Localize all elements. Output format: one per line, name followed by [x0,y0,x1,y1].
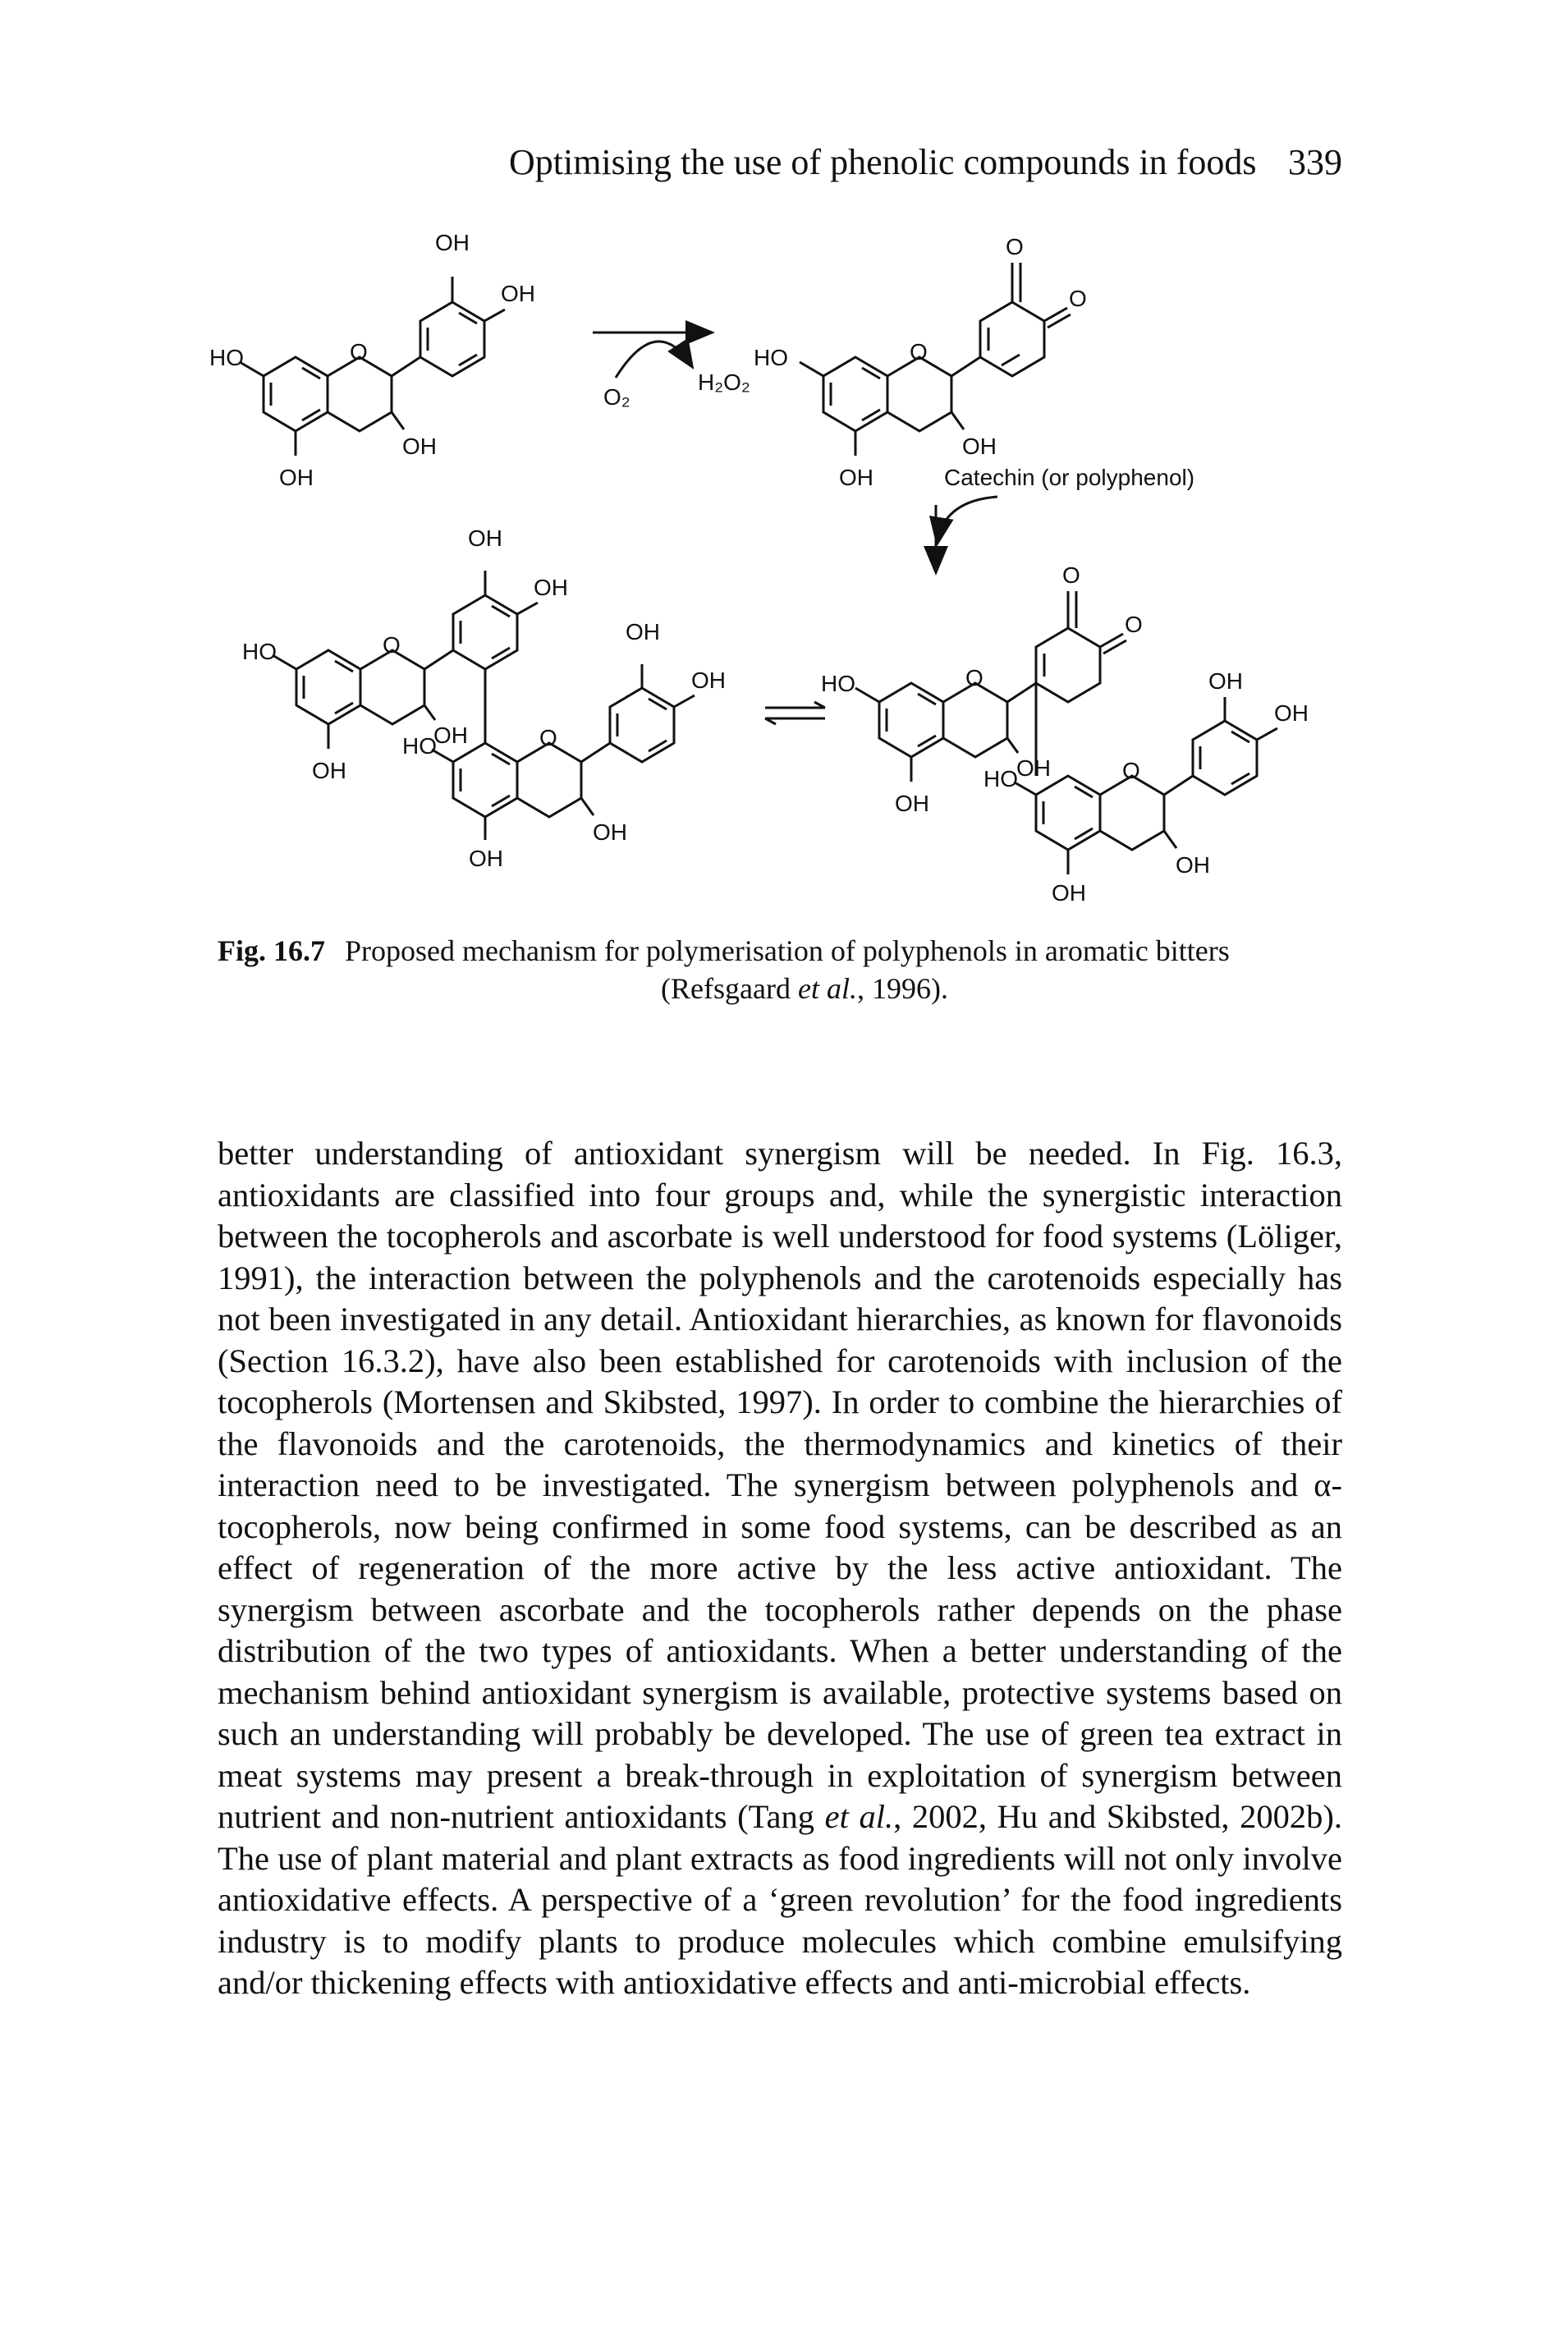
label-o: O [910,339,928,365]
equilibrium-arrows [764,700,826,726]
label-ho: HO [209,345,244,370]
catechin-structure: HO OH OH O OH OH [209,230,535,490]
catechin-quinone-structure: HO OH OH O O O Catechin (or polyphenol) [754,234,1194,490]
figure-16-7: HO OH OH O OH OH O₂ H₂O₂ [189,218,1379,924]
label-oh: OH [402,434,437,459]
label-o: O [1006,234,1024,259]
running-title: Optimising the use of phenolic compounds… [509,142,1257,182]
paragraph: better understanding of antioxidant syne… [218,1133,1342,2004]
label-o: O [383,632,401,658]
label-oh: OH [501,281,535,306]
label-oh: OH [839,465,873,490]
caption-italic: et al. [797,972,857,1005]
label-oh: OH [312,758,346,783]
label-oh: OH [626,619,660,645]
label-oh: OH [1208,668,1243,694]
running-header: Optimising the use of phenolic compounds… [509,141,1342,190]
label-o: O [965,665,983,690]
label-o: O [539,725,557,750]
label-oh: OH [1052,880,1086,906]
paragraph-text: , 2002, Hu and Skibsted, 2002b). The use… [218,1798,1342,2001]
label-oh: OH [962,434,997,459]
figure-caption: Fig. 16.7 Proposed mechanism for polymeri… [218,932,1342,1007]
label-ho: HO [754,345,788,370]
label-oh: OH [435,230,470,255]
label-oh: OH [468,525,502,551]
label-oh: OH [469,846,503,871]
label-o: O [1069,286,1087,311]
label-oh: OH [1274,700,1309,726]
paragraph-text: better understanding of antioxidant syne… [218,1135,1342,1835]
label-oh: OH [593,819,627,845]
label-o: O [1125,612,1143,637]
caption-text: (Refsgaard [661,972,798,1005]
label-oh: OH [1016,755,1051,781]
quinone-dimer-structure: HO OH OH O O O HO OH OH O OH OH [821,562,1309,906]
reaction-scheme: HO OH OH O OH OH O₂ H₂O₂ [209,230,1309,906]
citation-italic: et al. [824,1798,894,1835]
label-o2: O₂ [603,384,630,410]
addition-arrow [924,495,998,576]
body-text: better understanding of antioxidant syne… [218,1133,1342,2004]
label-catechin: Catechin (or polyphenol) [944,465,1194,490]
oxidation-arrow: O₂ H₂O₂ [593,320,750,410]
label-ho: HO [242,639,277,664]
label-ho: HO [402,733,437,759]
label-ho: HO [983,766,1018,791]
label-o: O [1062,562,1080,588]
label-oh: OH [691,668,726,693]
label-oh: OH [534,575,568,600]
label-oh: OH [433,723,468,748]
dimer-structure: HO OH OH O OH OH HO OH OH O OH OH [242,525,726,871]
label-oh: OH [279,465,314,490]
label-h2o2: H₂O₂ [698,369,750,395]
caption-text: Proposed mechanism for polymerisation of… [345,934,1230,967]
caption-label: Fig. 16.7 [218,934,325,967]
label-oh: OH [1176,852,1210,878]
label-ho: HO [821,671,855,696]
label-o: O [1122,758,1140,783]
page-number: 339 [1288,142,1342,182]
caption-text: , 1996). [856,972,948,1005]
label-oh: OH [895,791,929,816]
label-o: O [350,339,368,365]
